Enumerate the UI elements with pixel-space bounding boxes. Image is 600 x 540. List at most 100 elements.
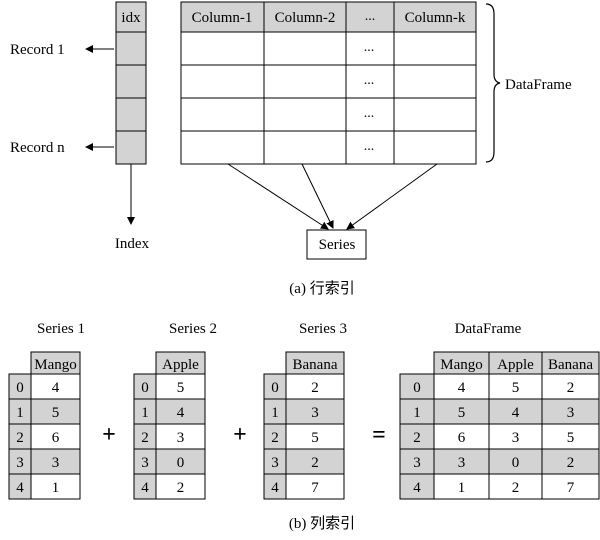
- part-b: Series 1 Series 2 Series 3 DataFrame + +…: [8, 321, 600, 532]
- idx-header-cell: [115, 1, 147, 33]
- index-label: 3: [141, 455, 149, 471]
- dataframe-cell-label: 3: [512, 430, 520, 446]
- column-header-label: Column-2: [275, 10, 336, 26]
- dataframe-cell-label: 4: [458, 380, 466, 396]
- value-label: 6: [52, 430, 60, 446]
- plus-sign: +: [233, 422, 247, 448]
- index-label: 4: [16, 480, 24, 496]
- dataframe-index-label: 3: [413, 455, 421, 471]
- part-a: idx Record 1 Record n Index Column-1 Col…: [10, 1, 572, 297]
- series-arrow: [346, 163, 438, 230]
- index-cell: [115, 64, 147, 99]
- record-first-label: Record 1: [10, 42, 65, 58]
- index-label: 2: [16, 430, 24, 446]
- value-label: 4: [52, 380, 60, 396]
- dataframe-cell-label: 6: [458, 430, 466, 446]
- value-cell: [285, 373, 345, 400]
- value-cell: [30, 423, 81, 450]
- index-label: 1: [141, 405, 149, 421]
- index-label: 2: [141, 430, 149, 446]
- dataframe-cell: [488, 398, 543, 425]
- series-label: Series: [319, 237, 356, 253]
- dataframe-cell-label: 0: [512, 455, 520, 471]
- index-label: 0: [16, 380, 24, 396]
- column-header-cell: [180, 1, 265, 33]
- caption-a: (a) 行索引: [289, 280, 354, 297]
- index-label: 4: [141, 480, 149, 496]
- dataframe-cell-label: 2: [512, 480, 520, 496]
- index-label: Index: [115, 236, 150, 252]
- value-label: 2: [177, 480, 185, 496]
- dataframe-index-label: 4: [413, 480, 421, 496]
- value-label: 5: [311, 430, 319, 446]
- equals-sign: =: [372, 422, 386, 448]
- column-header-cell: [263, 1, 347, 33]
- dataframe-cell: [541, 398, 600, 425]
- value-label: 2: [311, 455, 319, 471]
- dataframe-cell-label: 5: [512, 380, 520, 396]
- cell-ellipsis: ...: [364, 73, 375, 88]
- value-label: 0: [177, 455, 185, 471]
- value-cell: [30, 398, 81, 425]
- dataframe-cell: [488, 423, 543, 450]
- dataframe-cell-label: 2: [567, 380, 575, 396]
- index-label: 0: [271, 380, 279, 396]
- value-label: 5: [177, 380, 185, 396]
- index-label: 3: [16, 455, 24, 471]
- index-column: idx: [115, 1, 147, 165]
- series-title: Series 2: [169, 321, 217, 337]
- index-label: 1: [16, 405, 24, 421]
- value-cell: [155, 423, 206, 450]
- value-label: 3: [52, 455, 60, 471]
- value-label: 5: [52, 405, 60, 421]
- column-header-label: Column-k: [405, 10, 466, 26]
- dataframe-cell-label: 4: [512, 405, 520, 421]
- cell-ellipsis: ...: [364, 139, 375, 154]
- value-label: 1: [52, 480, 60, 496]
- dataframe-index-label: 0: [413, 380, 421, 396]
- index-cell: [115, 130, 147, 165]
- series-arrow: [301, 163, 334, 229]
- dataframe-cell: [541, 448, 600, 475]
- dataframe-index-cell: [399, 473, 435, 500]
- value-label: 4: [177, 405, 185, 421]
- dataframe-header: Apple: [497, 357, 534, 373]
- columns-table: Column-1 Column-2 ... Column-k ... ... .…: [180, 1, 477, 165]
- value-label: 7: [311, 480, 319, 496]
- dataframe-cell: [433, 473, 490, 500]
- dataframe-cell-label: 3: [567, 405, 575, 421]
- dataframe-header: Banana: [548, 357, 593, 373]
- series-header: Banana: [293, 357, 338, 373]
- series-box: [306, 229, 367, 260]
- index-label: 4: [271, 480, 279, 496]
- dataframe-cell-label: 7: [567, 480, 575, 496]
- dataframe-cell: [541, 423, 600, 450]
- dataframe-cell: [433, 448, 490, 475]
- value-label: 2: [311, 380, 319, 396]
- dataframe-cell-label: 3: [458, 455, 466, 471]
- index-label: 0: [141, 380, 149, 396]
- value-cell: [285, 398, 345, 425]
- dataframe-cell: [541, 373, 600, 400]
- column-header-label: ...: [365, 9, 376, 24]
- value-label: 3: [311, 405, 319, 421]
- value-cell: [155, 473, 206, 500]
- value-cell: [285, 473, 345, 500]
- dataframe-index-label: 2: [413, 430, 421, 446]
- index-label: 2: [271, 430, 279, 446]
- dataframe-cell-label: 5: [458, 405, 466, 421]
- caption-b: (b) 列索引: [289, 515, 355, 532]
- value-label: 3: [177, 430, 185, 446]
- index-cell: [115, 97, 147, 132]
- value-cell: [155, 373, 206, 400]
- series-header: Mango: [34, 357, 77, 373]
- index-cell: [115, 31, 147, 66]
- plus-sign: +: [102, 422, 116, 448]
- dataframe-cell-label: 5: [567, 430, 575, 446]
- dataframe-cell-label: 2: [567, 455, 575, 471]
- series-title: Series 3: [299, 321, 347, 337]
- dataframe-cell-label: 1: [458, 480, 466, 496]
- idx-header: idx: [121, 10, 141, 26]
- dataframe-brace: [485, 3, 501, 163]
- cell-ellipsis: ...: [364, 40, 375, 55]
